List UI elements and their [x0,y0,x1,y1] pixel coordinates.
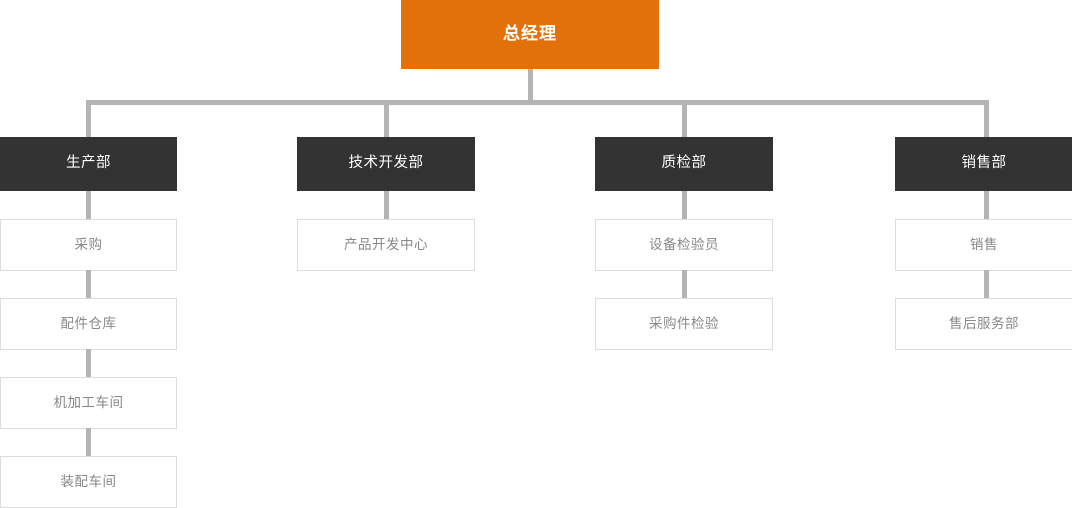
node-sub-procurement-label: 采购 [74,236,103,253]
connector-dept-0-to-child-0 [86,191,91,220]
node-sub-procurement[interactable]: 采购 [0,219,177,271]
node-sub-after-sales-service-label: 售后服务部 [949,315,1019,332]
connector-dept-2-child-0-to-child-1 [682,270,687,299]
connector-root-stem [528,69,533,102]
node-dept-technology-development-label: 技术开发部 [348,155,424,172]
node-sub-equipment-inspector[interactable]: 设备检验员 [595,219,773,271]
connector-bus-to-dept-3 [984,100,989,138]
connector-dept-3-child-0-to-child-1 [984,270,989,299]
node-sub-assembly-workshop-label: 装配车间 [60,473,117,490]
node-dept-production-label: 生产部 [66,155,111,172]
connector-bus-to-dept-2 [682,100,687,138]
connector-dept-1-to-child-0 [384,191,389,220]
node-sub-sales-label: 销售 [970,236,998,253]
connector-child-1-to-child-2 [86,349,91,378]
node-sub-equipment-inspector-label: 设备检验员 [649,236,719,253]
connector-horizontal-bus [86,100,989,105]
node-root-general-manager[interactable]: 总经理 [401,0,659,69]
connector-child-0-to-child-1 [86,270,91,299]
node-sub-sales[interactable]: 销售 [895,219,1072,271]
node-sub-after-sales-service[interactable]: 售后服务部 [895,298,1072,350]
node-sub-product-development-center-label: 产品开发中心 [344,236,428,253]
connector-dept-3-to-child-0 [984,191,989,220]
node-dept-production[interactable]: 生产部 [0,137,177,191]
node-dept-quality-inspection[interactable]: 质检部 [595,137,773,191]
node-sub-purchased-parts-inspection-label: 采购件检验 [649,315,719,332]
node-sub-purchased-parts-inspection[interactable]: 采购件检验 [595,298,773,350]
node-dept-quality-inspection-label: 质检部 [661,155,707,172]
connector-bus-to-dept-1 [384,100,389,138]
node-root-label: 总经理 [503,24,557,45]
node-dept-sales-label: 销售部 [961,155,1007,172]
node-sub-product-development-center[interactable]: 产品开发中心 [297,219,475,271]
node-sub-assembly-workshop[interactable]: 装配车间 [0,456,177,508]
connector-child-2-to-child-3 [86,428,91,457]
node-dept-sales[interactable]: 销售部 [895,137,1072,191]
node-sub-parts-warehouse-label: 配件仓库 [60,315,117,332]
connector-dept-2-to-child-0 [682,191,687,220]
node-sub-machining-workshop-label: 机加工车间 [53,394,124,411]
connector-bus-to-dept-0 [86,100,91,138]
node-sub-machining-workshop[interactable]: 机加工车间 [0,377,177,429]
node-sub-parts-warehouse[interactable]: 配件仓库 [0,298,177,350]
node-dept-technology-development[interactable]: 技术开发部 [297,137,475,191]
